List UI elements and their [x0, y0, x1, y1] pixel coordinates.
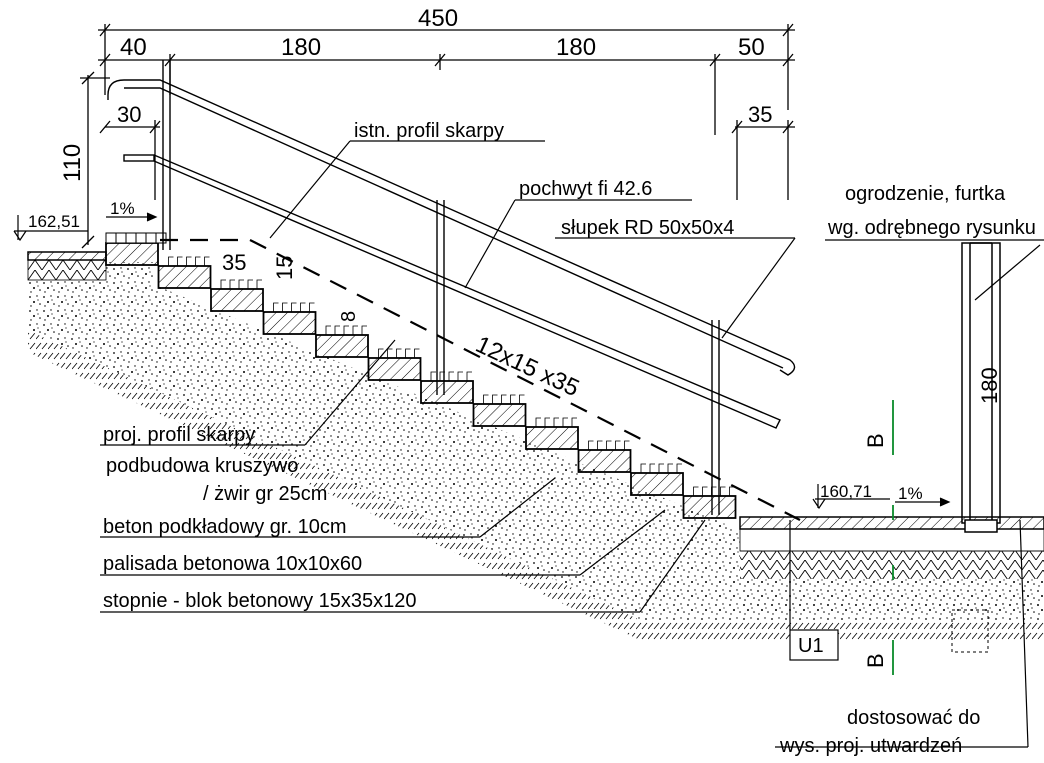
stair-step-block	[472, 403, 527, 427]
level-top: 162,51	[28, 212, 80, 231]
stair-tread-blocks	[273, 302, 315, 312]
handrail	[107, 60, 796, 515]
dim-handrail-height: 110	[59, 144, 86, 182]
u1-box	[789, 629, 839, 661]
label-proj-slope: proj. profil skarpy	[103, 424, 255, 446]
dim-overall: 450	[418, 5, 458, 32]
stair-tread-blocks	[640, 463, 682, 473]
stair-step-block	[682, 495, 737, 519]
dim-step-depth: 35	[222, 250, 246, 275]
dim-step-offset: 8	[338, 311, 360, 322]
label-subbase-line1: podbudowa kruszywo	[106, 455, 298, 477]
stair-tread-blocks	[168, 256, 210, 266]
stair-tread-blocks	[430, 371, 472, 381]
label-fence-line1: ogrodzenie, furtka	[845, 183, 1006, 205]
stair-tread-blocks	[220, 279, 262, 289]
label-subbase-line2: / żwir gr 25cm	[203, 483, 327, 505]
dim-fence-height: 180	[977, 367, 1002, 404]
label-u1: U1	[798, 635, 824, 657]
level-bottom: 160,71	[820, 482, 872, 501]
section-mark-bottom: B	[863, 653, 888, 668]
label-adjust-line1: dostosować do	[847, 707, 980, 729]
label-concrete-base: beton podkładowy gr. 10cm	[103, 516, 347, 538]
label-existing-slope: istn. profil skarpy	[354, 120, 504, 142]
stair-tread-blocks	[535, 417, 577, 427]
stair-steps	[105, 233, 737, 519]
ground-layers	[27, 251, 1044, 653]
label-post: słupek RD 50x50x4	[561, 217, 734, 239]
fence-post	[961, 242, 1001, 533]
stair-tread-blocks	[325, 325, 367, 335]
stair-tread-blocks	[588, 440, 630, 450]
dim-segment-4: 50	[738, 34, 765, 61]
stairs-spec: 12x15 x35	[471, 331, 583, 402]
label-adjust-line2: wys. proj. utwardzeń	[779, 735, 962, 757]
stair-step-block	[367, 357, 422, 381]
stair-tread-blocks	[483, 394, 525, 404]
dim-segment-2: 180	[281, 34, 321, 61]
stair-tread-blocks	[693, 486, 735, 496]
dim-segment-3: 180	[556, 34, 596, 61]
label-palisade: palisada betonowa 10x10x60	[103, 553, 362, 575]
stair-step-block	[210, 288, 264, 312]
stair-step-block	[315, 334, 369, 358]
dim-handrail-offset: 30	[117, 102, 141, 127]
stair-step-block	[262, 311, 317, 335]
stair-step-block	[157, 265, 212, 289]
dim-segment-1: 40	[120, 34, 147, 61]
slope-top: 1%	[110, 199, 135, 218]
label-fence-line2: wg. odrębnego rysunku	[827, 217, 1036, 239]
stair-step-block	[105, 242, 159, 266]
slope-bottom: 1%	[898, 484, 923, 503]
label-handrail: pochwyt fi 42.6	[519, 178, 652, 200]
level-marks	[13, 212, 951, 510]
leader-lines	[100, 140, 1044, 748]
section-mark-top: B	[863, 433, 888, 448]
stair-step-block	[525, 426, 579, 450]
stair-step-block	[577, 449, 632, 473]
paving	[105, 232, 167, 244]
label-steps: stopnie - blok betonowy 15x35x120	[103, 590, 417, 612]
existing-slope-line	[160, 238, 801, 521]
stair-step-block	[630, 472, 684, 496]
stair-step-block	[420, 380, 474, 404]
stair-tread-blocks	[378, 348, 420, 358]
dim-post-offset: 35	[748, 102, 772, 127]
dim-step-height: 15	[272, 256, 297, 280]
